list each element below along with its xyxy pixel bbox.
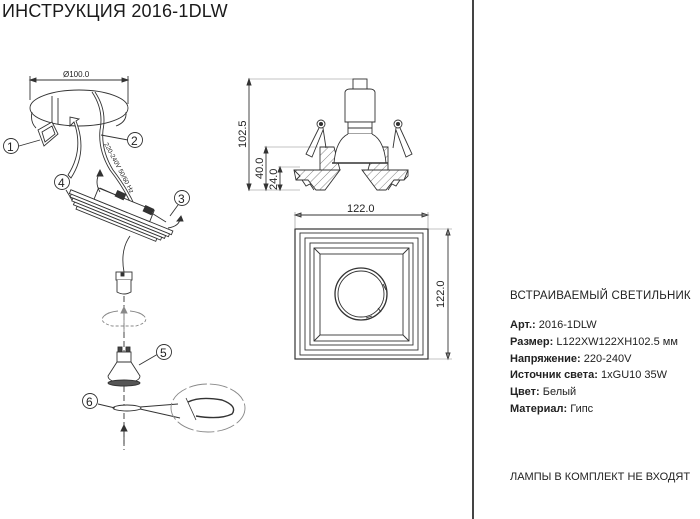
spec-row-color: Цвет: Белый xyxy=(510,386,576,398)
side-view: 102.5 40.0 24.0 xyxy=(237,77,413,192)
callout-5: 5 xyxy=(156,344,172,360)
fixture-body xyxy=(68,187,174,242)
callout-4: 4 xyxy=(54,174,73,201)
retaining-ring xyxy=(112,404,142,412)
spec-row-size: Размер: L122XW122XH102.5 мм xyxy=(510,336,678,348)
spec-value: L122XW122XH102.5 мм xyxy=(556,336,678,348)
lamp-ring xyxy=(334,267,388,321)
svg-text:2: 2 xyxy=(131,134,138,148)
vertical-divider xyxy=(472,0,474,519)
spec-value: 1xGU10 35W xyxy=(601,369,668,381)
spec-row-article: Арт.: 2016-1DLW xyxy=(510,319,597,331)
lamp-socket xyxy=(344,88,376,123)
power-wire xyxy=(91,91,133,207)
spec-label: Напряжение: xyxy=(510,353,581,365)
ceiling-cutout xyxy=(29,89,129,127)
spec-label: Размер: xyxy=(510,336,554,348)
spec-label: Материал: xyxy=(510,403,568,415)
lamp-reflector xyxy=(333,133,387,164)
svg-text:3: 3 xyxy=(178,192,185,206)
dim-width: 122.0 xyxy=(347,203,375,215)
dim-body-height: 40.0 xyxy=(254,158,266,179)
spec-value: 2016-1DLW xyxy=(538,319,597,331)
callout-1: 1 xyxy=(3,138,41,154)
diameter-dimension: Ø100.0 xyxy=(28,70,130,104)
dim-flange-height: 24.0 xyxy=(268,169,280,190)
top-view: 122.0 122.0 xyxy=(293,203,452,361)
document-title: ИНСТРУКЦИЯ 2016-1DLW xyxy=(2,1,228,21)
spec-value: Гипс xyxy=(570,403,594,415)
spring-pivot-right xyxy=(393,119,403,129)
fixture-spring-clips xyxy=(99,187,167,223)
spec-value: 220-240V xyxy=(583,353,632,365)
lamps-not-included-note: ЛАМПЫ В КОМПЛЕКТ НЕ ВХОДЯТ xyxy=(510,471,691,483)
spec-row-material: Материал: Гипс xyxy=(510,403,593,415)
spec-row-voltage: Напряжение: 220-240V xyxy=(510,353,631,365)
gu10-socket xyxy=(115,271,133,295)
dim-depth: 122.0 xyxy=(435,280,447,308)
insertion-arrow xyxy=(67,116,82,179)
diameter-label: Ø100.0 xyxy=(63,70,90,79)
spec-row-light-source: Источник света: 1xGU10 35W xyxy=(510,369,667,381)
spring-pivot-left xyxy=(316,119,326,129)
svg-text:1: 1 xyxy=(7,140,14,154)
spec-label: Источник света: xyxy=(510,369,598,381)
callout-6: 6 xyxy=(82,393,98,409)
product-type: ВСТРАИВАЕМЫЙ СВЕТИЛЬНИК xyxy=(510,290,691,302)
spec-label: Цвет: xyxy=(510,386,540,398)
callout-3: 3 xyxy=(169,190,190,217)
twist-arrow-icon xyxy=(101,305,147,332)
svg-text:4: 4 xyxy=(58,176,65,190)
detail-callout xyxy=(170,383,246,433)
svg-text:6: 6 xyxy=(86,395,93,409)
gu10-lamp xyxy=(107,346,141,387)
spring-clip xyxy=(37,96,59,147)
spec-label: Арт.: xyxy=(510,319,536,331)
callout-2: 2 xyxy=(100,132,143,148)
callouts: 1 2 3 4 5 6 xyxy=(3,132,190,409)
svg-text:5: 5 xyxy=(160,346,167,360)
dim-total-height: 102.5 xyxy=(237,120,249,148)
assembly-diagram: Ø100.0 220-240V 50/60 Hz xyxy=(28,70,246,450)
wire-voltage-label: 220-240V 50/60 Hz xyxy=(102,142,134,195)
spec-value: Белый xyxy=(542,386,577,398)
